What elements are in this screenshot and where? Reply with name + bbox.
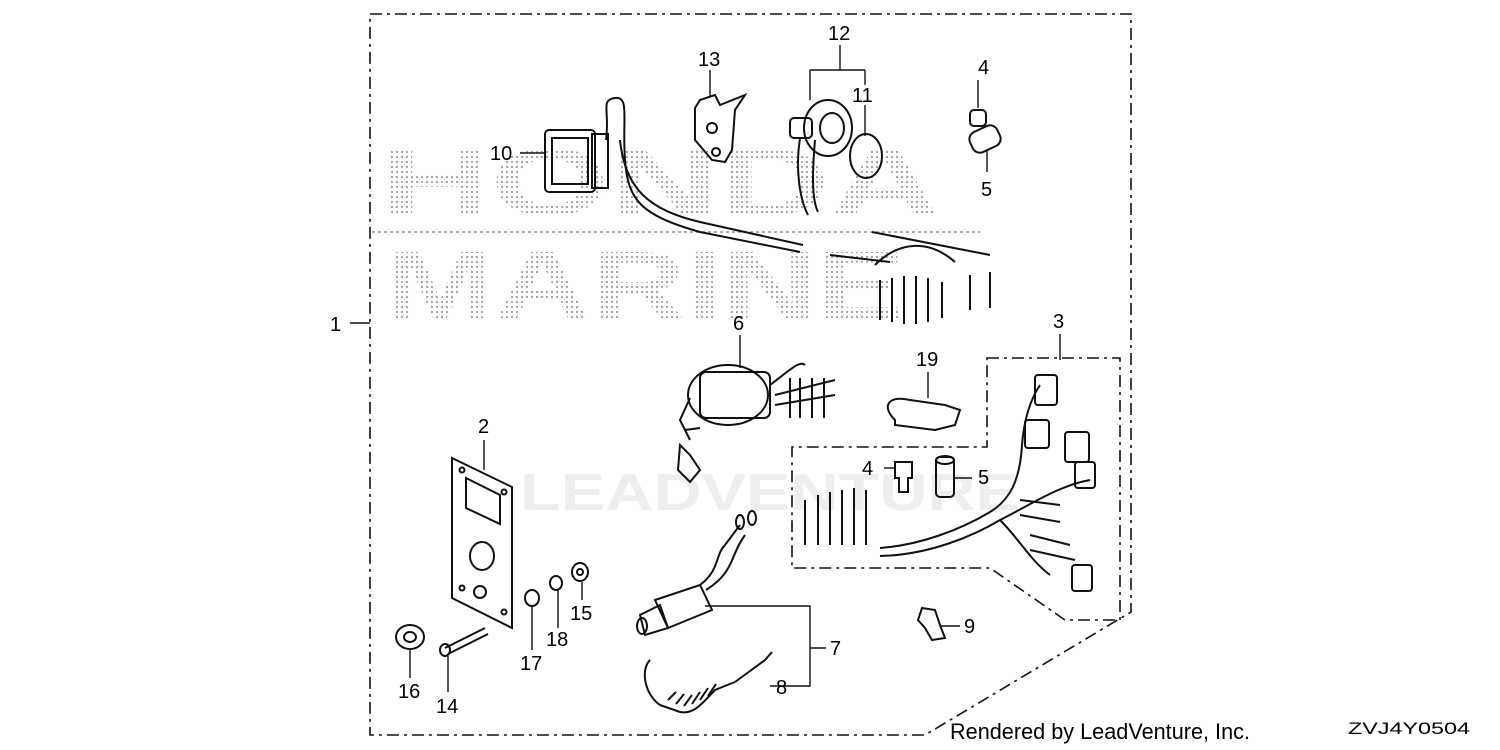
- part-11-cover: [849, 133, 883, 179]
- part-12-horn: [789, 99, 853, 216]
- part-18-washer: [549, 575, 563, 591]
- part-4-top-screw: [969, 109, 987, 127]
- callouts: 1 2 3 4 4 5 5 6 7 8 9 10 11 12 13 14 15 …: [330, 23, 1064, 718]
- callout-11: 11: [852, 85, 873, 107]
- kit-boundary: [369, 13, 1132, 736]
- watermark-marine: MARINE: [385, 232, 905, 339]
- callout-2: 2: [478, 416, 489, 438]
- callout-1: 1: [330, 314, 341, 336]
- callout-5-lower: 5: [978, 467, 989, 489]
- part-4-lower-screw: [894, 461, 913, 493]
- callout-4-top: 4: [978, 57, 989, 79]
- callout-7: 7: [830, 638, 841, 660]
- callout-6: 6: [733, 313, 744, 335]
- callout-5-top: 5: [981, 179, 992, 201]
- part-10-switch: [544, 96, 804, 253]
- part-3-harness: [804, 374, 1096, 592]
- watermark-leadventure: LEADVENTURE: [520, 464, 1020, 522]
- part-2-panel: [451, 456, 513, 630]
- part-16-nut: [395, 624, 425, 650]
- part-15-nut: [571, 562, 589, 582]
- part-5-top-sleeve: [968, 124, 1002, 154]
- callout-10: 10: [490, 143, 512, 165]
- part-9-clip: [916, 606, 947, 642]
- leader-lines: [350, 45, 1061, 692]
- callout-16: 16: [398, 681, 420, 703]
- watermark-honda: HONDA: [380, 129, 940, 236]
- part-7-stop-switch: [636, 510, 757, 637]
- part-14-screw: [439, 627, 489, 657]
- callout-13: 13: [698, 49, 720, 71]
- harness-connectors-top: [829, 231, 991, 324]
- part-19-clamp: [886, 397, 962, 432]
- callout-19: 19: [916, 349, 938, 371]
- part-6-ignition-switch: [676, 362, 836, 484]
- callout-12: 12: [828, 23, 850, 45]
- part-17-washer: [524, 589, 540, 607]
- part-13-bracket: [694, 92, 748, 164]
- render-credit: Rendered by LeadVenture, Inc.: [950, 719, 1250, 744]
- callout-18: 18: [546, 629, 568, 651]
- callout-14: 14: [436, 696, 458, 718]
- callout-17: 17: [520, 653, 542, 675]
- callout-4-lower: 4: [862, 458, 873, 480]
- callout-9: 9: [964, 616, 975, 638]
- callout-3: 3: [1053, 311, 1064, 333]
- callout-15: 15: [570, 603, 592, 625]
- callout-8: 8: [776, 677, 787, 699]
- part-5-lower-sleeve: [935, 455, 955, 498]
- part-8-lanyard: [643, 651, 773, 714]
- diagram-code: ZVJ4Y0504: [1348, 719, 1470, 738]
